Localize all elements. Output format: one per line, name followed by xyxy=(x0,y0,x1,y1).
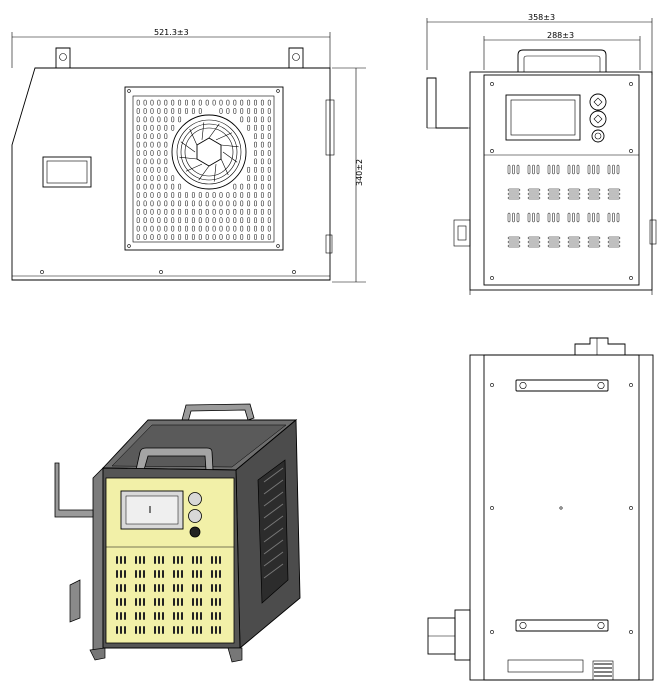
top-view xyxy=(427,337,654,681)
inner-width-dimension-label: 288±3 xyxy=(547,31,574,40)
side-vent-slots xyxy=(136,99,271,240)
front-elevation-view: 358±3 288±3 xyxy=(426,13,657,295)
side-elevation-view: 521.3±3 340±2 xyxy=(11,28,366,283)
depth-dimension-label: 358±3 xyxy=(528,13,555,22)
isometric-view xyxy=(54,403,301,663)
height-dimension-label: 340±2 xyxy=(355,159,364,186)
width-dimension-label: 521.3±3 xyxy=(154,28,189,37)
